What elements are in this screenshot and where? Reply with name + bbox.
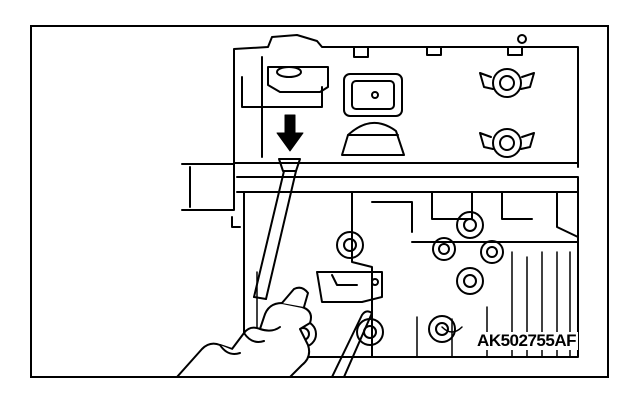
figure-code: AK502755AF — [475, 331, 578, 350]
arrow-down-icon — [276, 114, 304, 152]
upper-bolts — [479, 68, 535, 158]
cylinder-block-outline — [231, 176, 579, 358]
top-lugs — [353, 34, 527, 58]
bracket-plate — [316, 271, 383, 303]
tool-handle — [331, 310, 373, 376]
hand-illustration — [176, 286, 312, 376]
dome-boss — [341, 122, 405, 156]
screwdriver-tool — [253, 158, 301, 300]
illustration-frame: AK502755AF — [30, 25, 609, 378]
oil-filler-cap — [241, 66, 329, 108]
engine-block-diagram — [176, 34, 579, 376]
inspection-cover — [343, 73, 403, 117]
block-bolts — [289, 211, 504, 348]
